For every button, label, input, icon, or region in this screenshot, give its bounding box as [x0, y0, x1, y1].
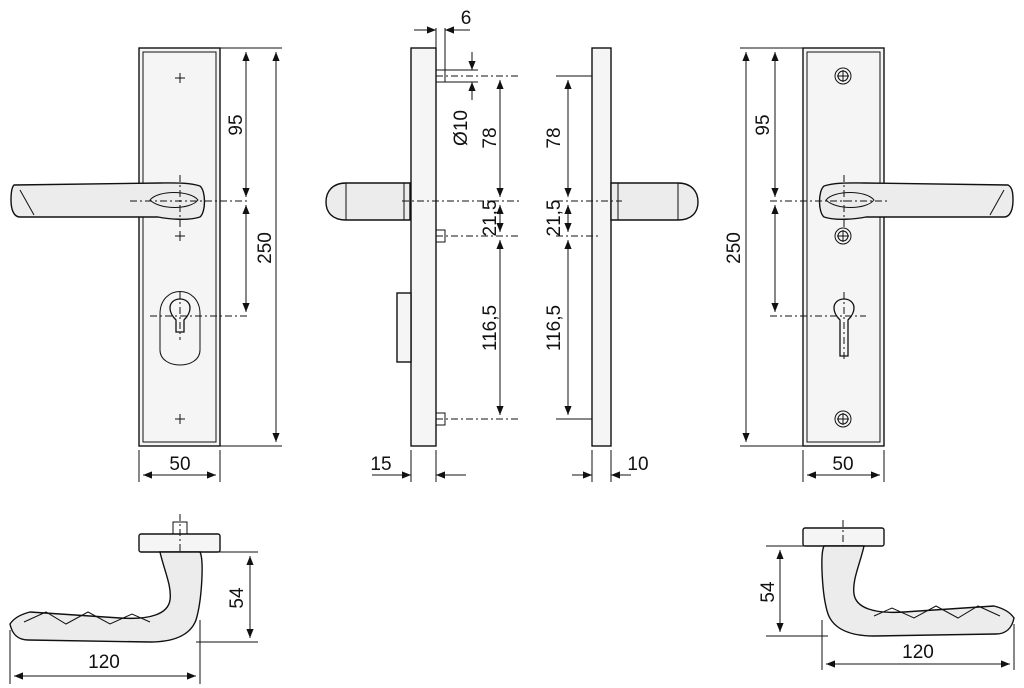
dim-width-left: 50 [169, 454, 190, 475]
backplate-bevel-right [806, 51, 881, 443]
handle-profile-left: 54 120 [9, 514, 258, 684]
screw-bottom-right [834, 410, 852, 428]
keyhole [169, 298, 191, 333]
keyhole-escutcheon [159, 291, 201, 366]
lever-end-line [19, 189, 35, 216]
lever-profile-right [821, 545, 1015, 637]
grip-ridges-left [23, 611, 151, 625]
side-view-right: 78 21,5 116,5 10 [544, 47, 699, 482]
screw-mark-mid [175, 231, 185, 241]
side-lever [325, 182, 411, 221]
backplate-right [802, 47, 885, 447]
dim-78-left: 78 [480, 127, 501, 148]
rose-outline-right [825, 192, 875, 208]
front-view-right: 95 250 50 [724, 47, 1014, 482]
dim-height-left: 250 [255, 232, 276, 264]
screw-mark-top [175, 73, 185, 83]
lock-body [396, 292, 412, 363]
dim-116-5-right: 116,5 [544, 305, 565, 351]
dim-116-5-left: 116,5 [480, 305, 501, 351]
dim-depth-left: 15 [370, 454, 391, 475]
side-plate-right [591, 47, 612, 447]
dim-78-right: 78 [544, 127, 565, 148]
front-view-left: 95 250 50 [10, 47, 282, 482]
dim-pin-width: 6 [461, 8, 472, 29]
side-view-left: 6 Ø10 78 21,5 116,5 15 [325, 8, 520, 482]
lever-handle-right [818, 182, 1014, 220]
backplate-bevel [142, 51, 217, 443]
rose-outline [149, 192, 199, 208]
side-lever-right [610, 182, 699, 221]
dim-depth-right: 10 [627, 454, 648, 475]
dim-handle-length-right: 120 [902, 642, 934, 663]
lever-handle [10, 182, 206, 220]
screw-mid-right [834, 227, 852, 245]
dim-handle-height-left: 54 [227, 587, 248, 609]
lever-profile-left [9, 551, 203, 643]
dim-upper-left: 95 [226, 114, 247, 135]
side-plate [410, 47, 437, 447]
dim-width-right: 50 [832, 454, 853, 475]
dim-upper-right: 95 [753, 114, 774, 135]
grip-ridges-right [873, 605, 1001, 619]
dim-21-5-right: 21,5 [544, 200, 565, 237]
dim-pin-diameter: Ø10 [451, 110, 472, 146]
dim-handle-height-right: 54 [758, 581, 779, 603]
dim-handle-length-left: 120 [88, 652, 120, 673]
backplate [138, 47, 221, 447]
dim-21-5-left: 21,5 [480, 200, 501, 237]
screw-mark-bottom [175, 414, 185, 424]
dim-height-right: 250 [724, 232, 745, 264]
screw-top-right [834, 67, 852, 85]
handle-profile-right: 54 120 [758, 520, 1015, 670]
